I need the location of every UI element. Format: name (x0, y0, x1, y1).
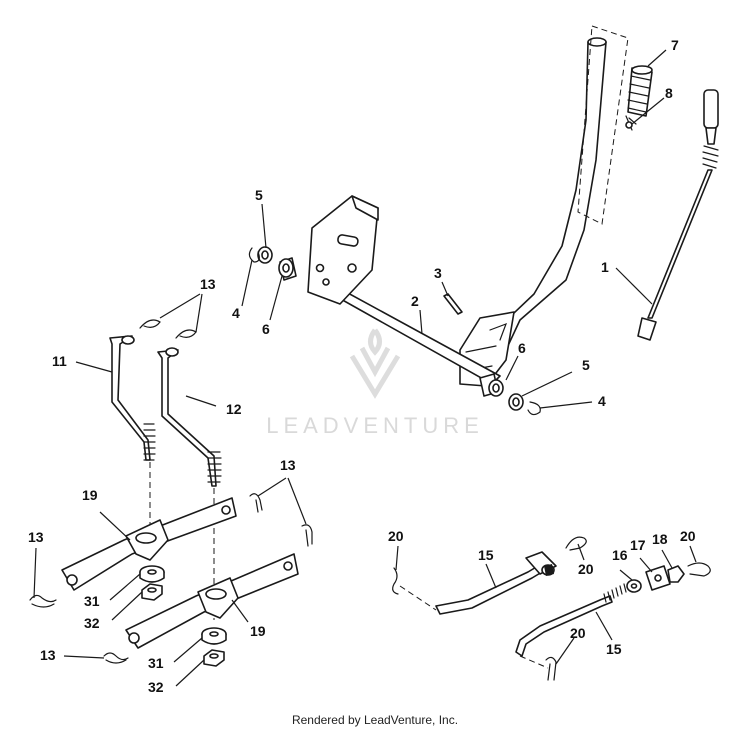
clip-13-top-a (139, 319, 161, 329)
adjustment-rod-upper (435, 551, 557, 615)
right-washer (508, 393, 524, 411)
callout-2: 2 (411, 293, 419, 309)
callout-20-bottom: 20 (570, 625, 586, 641)
callout-5-right: 5 (582, 357, 590, 373)
lift-handle-lever (459, 37, 607, 387)
rod-dashed-link (399, 585, 437, 611)
callout-15-upper: 15 (478, 547, 494, 563)
callout-31-b: 31 (148, 655, 164, 671)
spacer-31-b (201, 627, 227, 645)
lift-link-left (109, 335, 156, 461)
callout-18: 18 (652, 531, 668, 547)
callout-11: 11 (52, 353, 67, 369)
grip-dashed-outline (577, 25, 629, 225)
handle-button (625, 115, 637, 131)
callout-17: 17 (630, 537, 646, 553)
callout-1: 1 (601, 259, 609, 275)
callout-20-left: 20 (388, 528, 404, 544)
callout-8: 8 (665, 85, 673, 101)
callout-20-upper: 20 (578, 561, 594, 577)
clip-20-left (392, 567, 399, 595)
callout-16: 16 (612, 547, 628, 563)
handle-grip (627, 65, 653, 117)
lift-link-right (157, 347, 222, 487)
clip-20-bottom (545, 656, 557, 681)
clip-20-upper (565, 536, 587, 551)
callout-13-top: 13 (200, 276, 216, 292)
right-retaining-clip (527, 401, 541, 416)
leader-lines (33, 49, 697, 687)
rod-dashed-link-lower (519, 655, 549, 669)
callout-4-right: 4 (598, 393, 606, 409)
right-bushing (479, 373, 504, 397)
callout-6-right: 6 (518, 340, 526, 356)
clip-13-right-b (301, 524, 313, 547)
callout-19-lower: 19 (250, 623, 266, 639)
clip-13-bottom (103, 652, 129, 664)
leadventure-logo-icon (349, 328, 401, 399)
lift-arm-lower (125, 553, 299, 649)
callout-6-left: 6 (262, 321, 270, 337)
callout-4-left: 4 (232, 305, 240, 321)
mounting-bracket (307, 195, 379, 305)
adjustment-rod-lower (515, 583, 627, 657)
callout-31-a: 31 (84, 593, 100, 609)
clip-13-top-b (175, 329, 197, 339)
callout-5-left: 5 (255, 187, 263, 203)
callout-32-b: 32 (148, 679, 164, 695)
callout-13-right: 13 (280, 457, 296, 473)
callout-13-left: 13 (28, 529, 44, 545)
nut-32-a (141, 583, 163, 601)
nut-32-b (203, 649, 225, 667)
watermark-text: LEADVENTURE (266, 413, 484, 438)
left-washer (257, 246, 273, 264)
footer-credit: Rendered by LeadVenture, Inc. (292, 713, 458, 727)
spacer-31-a (139, 565, 165, 583)
plunger-rod (637, 89, 719, 341)
left-retaining-clip (248, 247, 260, 263)
callout-12: 12 (226, 401, 242, 417)
callout-19-upper: 19 (82, 487, 98, 503)
lift-arm-upper (61, 497, 237, 591)
callout-7: 7 (671, 37, 679, 53)
cotter-pin (443, 293, 463, 315)
washer-16 (626, 579, 642, 593)
nut-18 (667, 565, 685, 583)
callout-13-bottom: 13 (40, 647, 56, 663)
clip-20-right (687, 562, 711, 577)
left-bushing (278, 257, 297, 281)
clip-13-right-a (249, 493, 263, 513)
callout-3: 3 (434, 265, 442, 281)
callout-20-right: 20 (680, 528, 696, 544)
callout-15-lower: 15 (606, 641, 622, 657)
callout-32-a: 32 (84, 615, 100, 631)
